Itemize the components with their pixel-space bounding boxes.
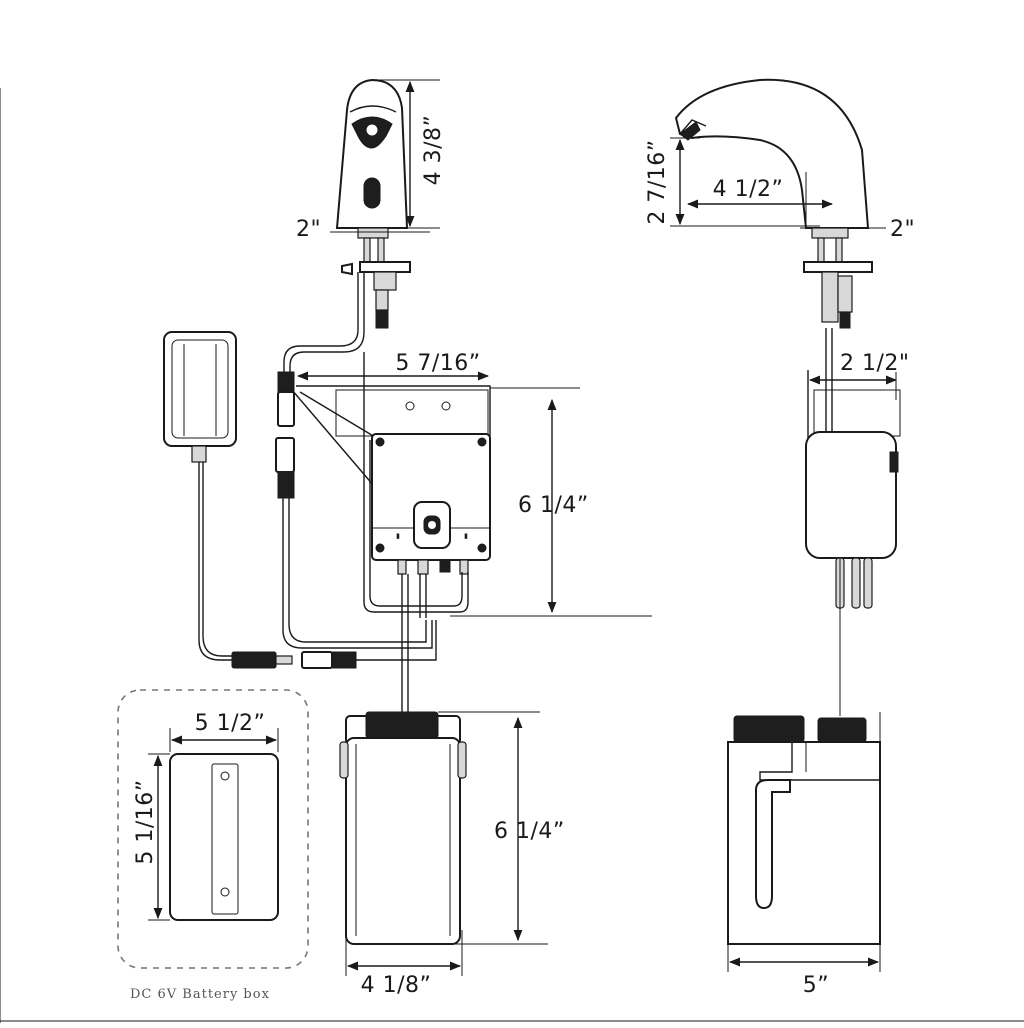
tank-front <box>339 711 467 945</box>
dim-faucet-side-reach: 4 1/2” <box>686 172 834 228</box>
label-battery-box-height: 5 1/16” <box>133 779 158 864</box>
battery-box-caption: DC 6V Battery box <box>130 987 270 1002</box>
dim-tank-width: 4 1/8” <box>345 930 463 998</box>
dim-tank-height: 6 1/4” <box>438 711 565 945</box>
dim-faucet-side-base: 2" <box>800 217 915 242</box>
battery-box-dashed-border <box>117 689 309 969</box>
dim-tank-depth: 5” <box>727 712 881 998</box>
outlet-mark: ▮ <box>464 532 468 540</box>
dim-control-box-width: 5 7/16” <box>296 351 490 381</box>
label-tank-depth: 5” <box>803 973 829 998</box>
faucet-front-view <box>335 78 411 329</box>
label-control-box-height: 6 1/4” <box>518 493 589 518</box>
cable-connectors <box>275 272 437 669</box>
control-box-side <box>805 328 901 716</box>
battery-box-panel: DC 6V Battery box <box>117 689 309 1002</box>
label-control-box-depth: 2 1/2" <box>840 351 910 376</box>
label-faucet-front-base: 2" <box>296 217 321 242</box>
tank-side <box>727 715 881 945</box>
label-faucet-front-height: 4 3/8” <box>421 115 446 186</box>
faucet-side-view <box>674 78 873 329</box>
label-tank-width: 4 1/8” <box>361 973 432 998</box>
dim-faucet-front-base: 2" <box>296 217 430 242</box>
dim-faucet-front-height: 4 3/8” <box>372 79 446 229</box>
label-tank-height: 6 1/4” <box>494 819 565 844</box>
label-control-box-width: 5 7/16” <box>395 351 480 376</box>
label-faucet-side-reach: 4 1/2” <box>713 177 784 202</box>
inlet-mark: ▮ <box>396 532 400 540</box>
label-battery-box-width: 5 1/2” <box>195 711 266 736</box>
dim-control-box-depth: 2 1/2" <box>808 351 910 400</box>
control-box-front: ▮ ▮ <box>291 352 491 716</box>
power-adapter <box>163 331 293 669</box>
dim-battery-box-width: 5 1/2” <box>169 711 279 752</box>
label-faucet-side-spout-height: 2 7/16” <box>645 139 670 224</box>
label-faucet-side-base: 2" <box>890 217 915 242</box>
dim-control-box-height: 6 1/4” <box>450 387 652 617</box>
dim-faucet-side-spout-height: 2 7/16” <box>645 137 820 227</box>
dim-battery-box-height: 5 1/16” <box>133 753 170 921</box>
